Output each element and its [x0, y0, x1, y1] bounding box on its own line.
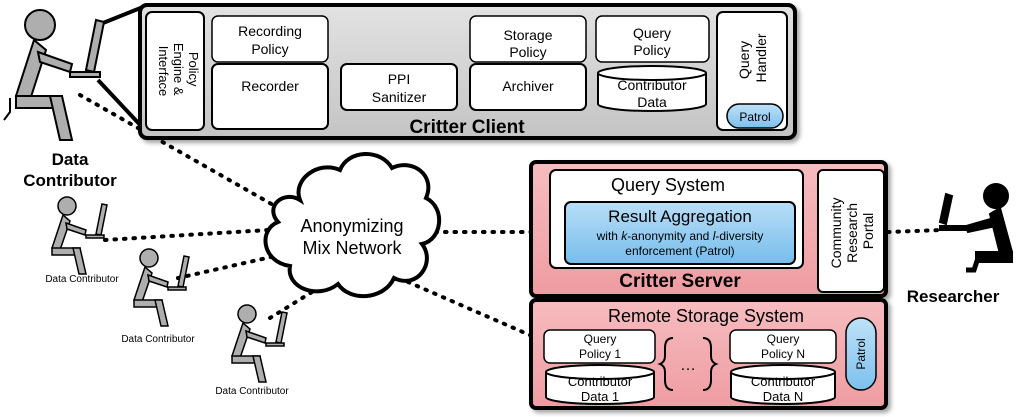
query-handler-line-2: Handler [753, 33, 769, 82]
small-contributor-figure-3 [231, 304, 288, 383]
storage-policy-box: Storage Policy [469, 15, 587, 63]
result-aggregation-title: Result Aggregation [608, 207, 752, 226]
recording-policy-line-2: Policy [251, 41, 288, 57]
query-policy-1-line-2: Policy 1 [579, 347, 621, 361]
policy-engine-line-2: Engine & [171, 43, 186, 96]
connection-main-contributor [78, 93, 284, 212]
query-policy-n-line-1: Query [767, 332, 800, 346]
query-system-title: Query System [611, 175, 725, 195]
contributor-data-1-line-2: Data 1 [581, 389, 619, 404]
contributor-data-n-cylinder: Contributor Data N [730, 364, 836, 405]
connection-contributor-3 [176, 253, 282, 280]
storage-policy-line-1: Storage [503, 27, 552, 43]
query-policy-n-line-2: Policy N [761, 347, 805, 361]
connection-portal-researcher [886, 228, 944, 234]
recorder-label: Recorder [241, 78, 299, 94]
small-contributor-label-2: Data Contributor [121, 334, 195, 345]
connection-lines [78, 93, 944, 338]
researcher-label: Researcher [907, 287, 1000, 306]
critter-client-title: Critter Client [409, 117, 525, 138]
contributor-data-line-2: Data [637, 94, 667, 110]
researcher-figure [938, 183, 1014, 273]
query-policy-1-box: Query Policy 1 [543, 329, 656, 364]
result-aggregation-line-1: with k-anonymity and l-diversity [596, 229, 764, 243]
result-aggregation-box: Result Aggregation with k-anonymity and … [564, 201, 796, 265]
connection-contributor-2 [103, 228, 270, 242]
recording-policy-line-1: Recording [238, 23, 302, 39]
policy-engine-line-3: Interface [156, 46, 171, 97]
query-policy-box: Query Policy [595, 15, 710, 63]
ppi-sanitizer-line-1: PPI [388, 71, 411, 87]
contributor-data-1-cylinder: Contributor Data 1 [545, 364, 655, 405]
policy-engine-box: Policy Engine & Interface [145, 11, 205, 131]
result-aggregation-line-2: enforcement (Patrol) [625, 244, 734, 258]
remote-patrol-badge: Patrol [845, 317, 877, 391]
critter-server: Query System Result Aggregation with k-a… [529, 160, 888, 298]
remote-storage-title: Remote Storage System [608, 306, 804, 326]
query-policy-1-line-1: Query [584, 332, 617, 346]
contributor-data-cylinder: Contributor Data [597, 65, 707, 112]
remote-storage-system: Remote Storage System Query Policy 1 Con… [529, 298, 888, 410]
policy-engine-line-1: Policy [186, 52, 201, 87]
svg-text:Community Research: Community Research Portal [828, 194, 876, 269]
contributor-data-1-line-1: Contributor [568, 374, 633, 389]
ellipsis-bracket: … [657, 337, 719, 391]
portal-line-1: Community [828, 198, 844, 269]
storage-policy-line-2: Policy [509, 44, 546, 60]
critter-server-title: Critter Server [619, 271, 741, 292]
connection-network-storage [406, 280, 534, 338]
small-contributor-figure-1 [51, 196, 108, 275]
recording-policy-box: Recording Policy [211, 15, 329, 63]
portal-line-2: Research [844, 203, 860, 263]
contributor-data-n-line-2: Data N [763, 389, 803, 404]
query-handler-line-1: Query [736, 41, 752, 79]
contributor-data-n-line-1: Contributor [751, 374, 816, 389]
client-patrol-label: Patrol [739, 110, 770, 124]
small-contributor-figure-2 [133, 248, 190, 327]
main-contributor-figure [3, 9, 106, 141]
main-contributor-line-1: Data [52, 150, 89, 169]
archiver-label: Archiver [502, 78, 554, 94]
recorder-box: Recorder [211, 63, 329, 130]
archiver-box: Archiver [469, 63, 587, 111]
client-patrol-badge [726, 103, 784, 129]
small-contributor-label-1: Data Contributor [45, 274, 119, 285]
small-contributor-label-3: Data Contributor [215, 386, 289, 397]
community-research-portal-box: Community Research Portal [817, 169, 885, 293]
mix-network-cloud: Anonymizing Mix Network [263, 152, 442, 299]
query-policy-line-1: Query [633, 25, 671, 41]
remote-patrol-label: Patrol [854, 338, 868, 369]
main-contributor-line-2: Contributor [23, 171, 117, 190]
ppi-sanitizer-box: PPI Sanitizer [340, 63, 458, 111]
portal-line-3: Portal [860, 213, 876, 250]
network-line-1: Anonymizing [300, 216, 403, 236]
network-line-2: Mix Network [302, 238, 402, 258]
zoom-callout-lines [96, 5, 145, 130]
query-handler-box: Query Handler Patrol [716, 11, 788, 131]
query-policy-n-box: Query Policy N [729, 329, 837, 364]
ellipsis-label: … [680, 357, 696, 374]
ppi-sanitizer-line-2: Sanitizer [372, 89, 427, 105]
contributor-data-line-1: Contributor [617, 77, 687, 93]
query-policy-line-2: Policy [633, 42, 670, 58]
svg-text:Query Handler: Query Handler [736, 33, 769, 82]
svg-text:Policy Engine &: Policy Engine & Interface [156, 43, 201, 99]
connection-contributor-4 [268, 290, 314, 320]
critter-client: Policy Engine & Interface Recording Poli… [138, 3, 797, 140]
